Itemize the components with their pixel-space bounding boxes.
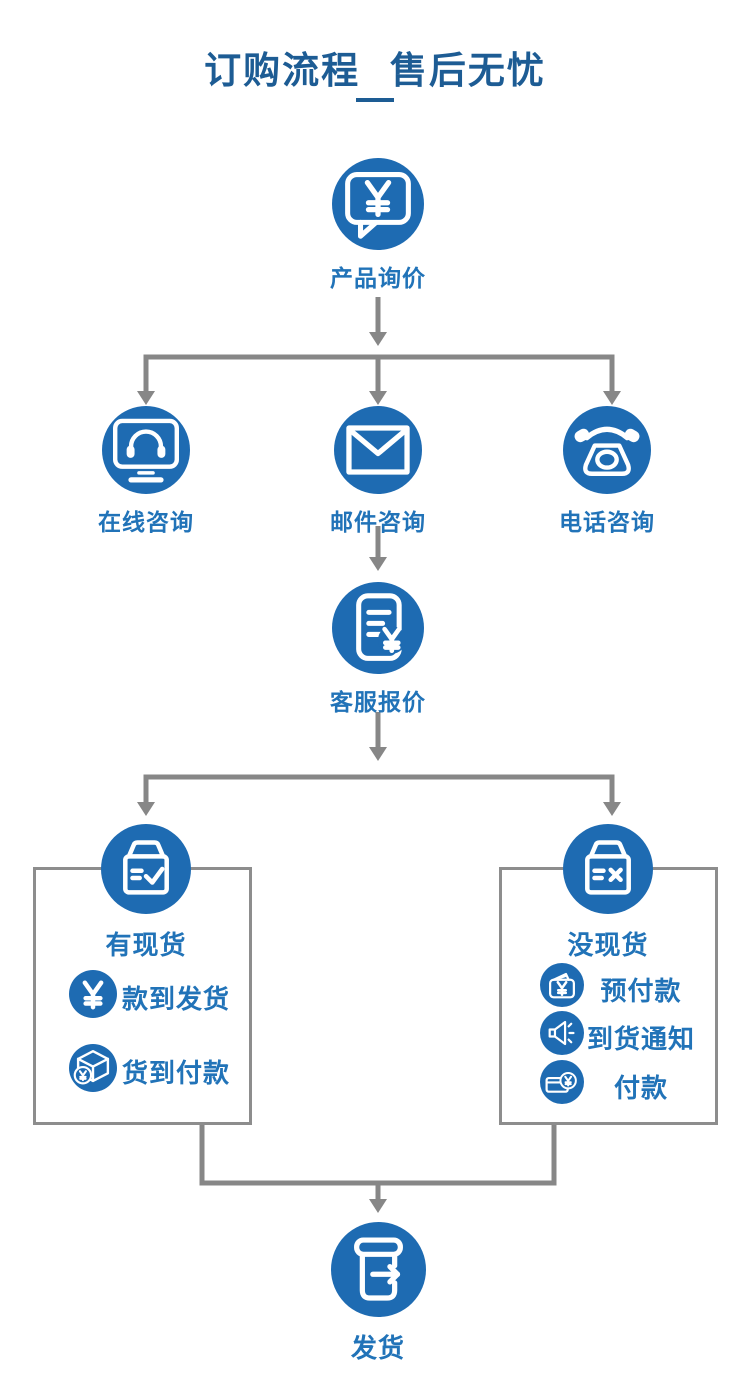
list-item-icon-circle bbox=[69, 970, 117, 1018]
list-item-icon-circle bbox=[540, 1060, 584, 1104]
node-label: 客服报价 bbox=[330, 690, 426, 716]
node-ship-goods: 发货 bbox=[288, 1222, 468, 1365]
node-circle bbox=[334, 406, 422, 494]
node-product-inquiry: 产品询价 bbox=[288, 158, 468, 293]
list-item-label: 款到发货 bbox=[122, 985, 231, 1015]
quotation-document-icon bbox=[356, 593, 406, 661]
list-item-icon-circle bbox=[540, 963, 584, 1007]
list-item-icon-circle bbox=[540, 1011, 584, 1055]
title-underline bbox=[356, 98, 394, 102]
list-item-label: 货到付款 bbox=[122, 1059, 231, 1089]
node-circle bbox=[330, 1222, 426, 1317]
node-phone-consult: 电话咨询 bbox=[517, 406, 697, 537]
node-label: 产品询价 bbox=[330, 266, 426, 292]
list-item-label: 付款 bbox=[613, 1074, 668, 1104]
chat-bubble-yen-icon bbox=[345, 172, 411, 239]
list-item-label: 预付款 bbox=[600, 977, 682, 1007]
box-check-icon bbox=[123, 840, 169, 895]
node-circle bbox=[102, 406, 190, 494]
yen-coin-icon bbox=[84, 982, 102, 1008]
node-online-consult: 在线咨询 bbox=[56, 406, 236, 537]
online-service-icon bbox=[113, 418, 179, 483]
shipping-box-icon bbox=[353, 1237, 403, 1301]
node-circle bbox=[563, 406, 651, 494]
telephone-icon bbox=[574, 426, 640, 476]
page-title: 订购流程 售后无忧 bbox=[204, 49, 546, 92]
node-circle bbox=[101, 824, 191, 914]
list-item-icon-circle bbox=[69, 1044, 117, 1092]
node-email-consult: 邮件咨询 bbox=[288, 406, 468, 537]
node-label: 邮件咨询 bbox=[330, 510, 426, 536]
node-service-quote: 客服报价 bbox=[288, 582, 468, 717]
wallet-yen-icon bbox=[549, 972, 575, 999]
node-circle bbox=[563, 824, 653, 914]
node-circle bbox=[332, 582, 424, 674]
node-label: 电话咨询 bbox=[559, 510, 655, 536]
node-circle bbox=[332, 158, 424, 250]
node-label: 没现货 bbox=[567, 931, 649, 961]
package-coin-icon bbox=[73, 1050, 110, 1085]
loudspeaker-icon bbox=[548, 1020, 575, 1046]
node-label: 有现货 bbox=[105, 931, 187, 961]
card-coin-icon bbox=[545, 1071, 577, 1093]
email-envelope-icon bbox=[346, 425, 410, 475]
node-label: 在线咨询 bbox=[98, 510, 194, 536]
node-no-stock: 没现货 bbox=[518, 824, 698, 962]
box-x-icon bbox=[585, 840, 631, 895]
list-item-label: 到货通知 bbox=[586, 1025, 695, 1055]
node-in-stock: 有现货 bbox=[56, 824, 236, 962]
node-label: 发货 bbox=[350, 1334, 405, 1364]
